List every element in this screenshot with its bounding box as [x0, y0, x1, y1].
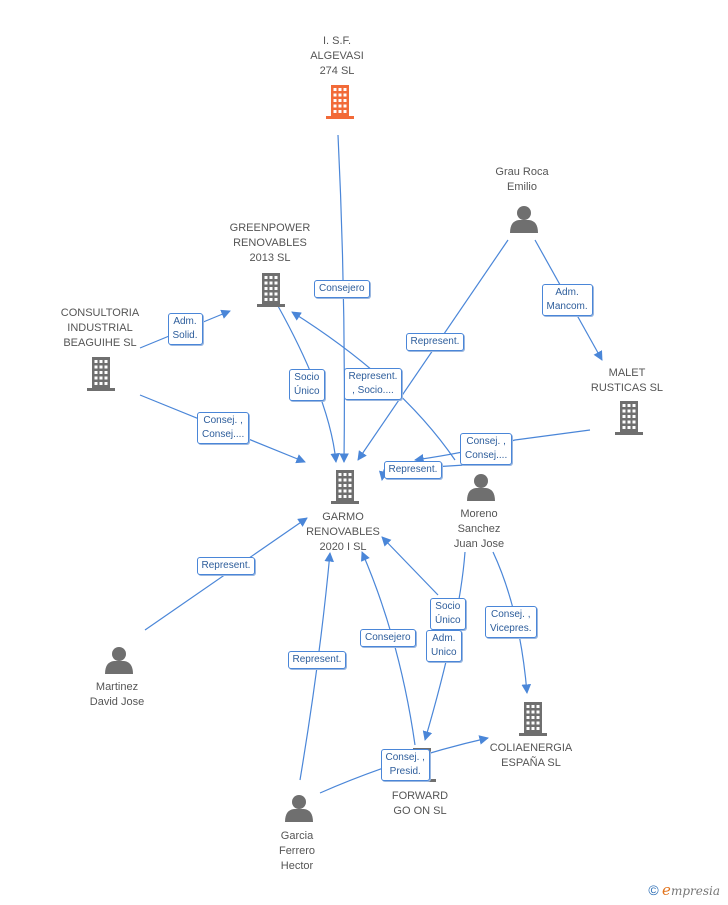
node-label-line: GARMO [322, 511, 364, 523]
edge-label-e13[interactable]: Consej. , Vicepres. [485, 606, 537, 638]
company-building-icon-consultoria[interactable] [87, 357, 115, 391]
edge-label-line: Adm. [432, 633, 456, 644]
edge-label-line: Adm. [173, 316, 197, 327]
node-label-consultoria[interactable]: CONSULTORIA INDUSTRIAL BEAGUIHE SL [30, 306, 170, 351]
person-icon-martinez[interactable] [105, 647, 133, 674]
edge-label-line: , Socio.... [352, 385, 394, 396]
edge-label-line: Socio [435, 601, 461, 612]
node-label-line: RENOVABLES [306, 526, 380, 538]
edge-label-e5[interactable]: Represent. [405, 333, 465, 351]
edge-label-line: Único [294, 386, 320, 397]
node-label-isf[interactable]: I. S.F. ALGEVASI 274 SL [267, 34, 407, 79]
node-label-garmo[interactable]: GARMO RENOVABLES 2020 I SL [273, 510, 413, 555]
node-label-line: COLIAENERGIA [489, 742, 573, 754]
company-building-icon-greenpower[interactable] [257, 273, 285, 307]
edge-label-e2[interactable]: Adm. Solid. [167, 313, 203, 345]
edge-label-e15[interactable]: Represent. [287, 651, 347, 669]
node-label-line: ALGEVASI [310, 50, 364, 62]
edge-label-line: Unico [431, 647, 457, 658]
node-label-line: Hector [280, 860, 314, 872]
node-label-line: FORWARD [391, 790, 449, 802]
edge-label-e10[interactable]: Represent. [196, 557, 256, 575]
node-label-coliaenergia[interactable]: COLIAENERGIA ESPAÑA SL [461, 741, 601, 771]
edge-label-line: Consej.... [202, 429, 245, 440]
edge-label-e7[interactable]: Represent. , Socio.... [343, 368, 403, 400]
edge-label-line: Represent. [292, 654, 342, 665]
edge-label-line: Adm. [555, 287, 579, 298]
node-label-line: Sanchez [457, 523, 501, 535]
node-label-line: Ferrero [278, 845, 316, 857]
edge-label-line: Vicepres. [490, 623, 532, 634]
node-label-line: CONSULTORIA [60, 307, 140, 319]
node-label-line: GREENPOWER [229, 222, 311, 234]
company-building-icon-isf[interactable] [326, 85, 354, 119]
brand-logo-rest: mpresia [670, 884, 720, 898]
edge-label-line: Socio [294, 372, 320, 383]
edge-label-e12[interactable]: Adm. Unico [426, 630, 462, 662]
edge-isf-to-garmo [337, 134, 349, 463]
person-icon-garcia[interactable] [285, 795, 313, 822]
edge-label-line: Consej. , [491, 609, 531, 620]
node-label-forward[interactable]: FORWARD GO ON SL [350, 789, 490, 819]
edge-label-e16[interactable]: Consej. , Presid. [380, 749, 430, 781]
edge-label-e14[interactable]: Consejero [360, 629, 416, 647]
node-label-line: 2013 SL [249, 252, 291, 264]
edge-label-line: Consej. , [203, 415, 243, 426]
person-icon-grau[interactable] [510, 206, 538, 233]
person-icon-moreno[interactable] [467, 474, 495, 501]
brand-logo-initial: e [662, 881, 671, 899]
edge-forward-to-garmo [361, 551, 416, 746]
edge-label-line: Consejero [319, 283, 365, 294]
node-label-malet[interactable]: MALET RUSTICAS SL [557, 366, 697, 396]
edge-label-e8[interactable]: Consej. , Consej.... [460, 433, 513, 465]
node-label-line: MALET [608, 367, 646, 379]
edge-label-line: Represent. [388, 464, 438, 475]
edge-label-e9[interactable]: Represent. [383, 461, 443, 479]
node-label-line: 274 SL [319, 65, 355, 77]
edge-label-line: Represent. [201, 560, 251, 571]
edge-label-line: Consej. , [466, 436, 506, 447]
node-label-line: David Jose [89, 696, 145, 708]
node-label-line: ESPAÑA SL [501, 757, 561, 769]
edge-label-e6[interactable]: Adm. Mancom. [541, 284, 593, 316]
node-label-line: Juan Jose [453, 538, 505, 550]
node-label-line: BEAGUIHE SL [63, 337, 137, 349]
node-label-line: I. S.F. [322, 35, 352, 47]
edge-label-line: Consej. , [385, 752, 425, 763]
edge-label-e1[interactable]: Consejero [314, 280, 370, 298]
edge-label-line: Consej.... [465, 450, 508, 461]
node-label-line: 2020 I SL [319, 541, 367, 553]
node-label-line: RENOVABLES [233, 237, 307, 249]
company-building-icon-coliaenergia[interactable] [519, 702, 547, 736]
brand-footer: © empresia [648, 881, 720, 899]
edge-label-line: Represent. [348, 371, 398, 382]
edge-label-line: Consejero [365, 632, 411, 643]
copyright-icon: © [648, 882, 659, 898]
node-label-line: Martinez [95, 681, 139, 693]
node-label-greenpower[interactable]: GREENPOWER RENOVABLES 2013 SL [200, 221, 340, 266]
edge-coliaenergia-to-garmo [381, 536, 439, 596]
edge-label-line: Único [435, 615, 461, 626]
node-label-line: RUSTICAS SL [590, 382, 664, 394]
node-label-line: GO ON SL [393, 805, 447, 817]
company-building-icon-garmo[interactable] [331, 470, 359, 504]
node-label-line: INDUSTRIAL [67, 322, 133, 334]
node-label-line: Moreno [460, 508, 498, 520]
edge-label-line: Mancom. [546, 301, 588, 312]
company-building-icon-malet[interactable] [615, 401, 643, 435]
edge-label-e4[interactable]: Consej. , Consej.... [197, 412, 250, 444]
edge-label-line: Presid. [389, 766, 421, 777]
node-label-line: Emilio [507, 181, 537, 193]
edge-label-line: Solid. [172, 330, 198, 341]
edge-label-line: Represent. [410, 336, 460, 347]
node-label-line: Grau Roca [495, 166, 549, 178]
node-label-line: Garcia [280, 830, 314, 842]
